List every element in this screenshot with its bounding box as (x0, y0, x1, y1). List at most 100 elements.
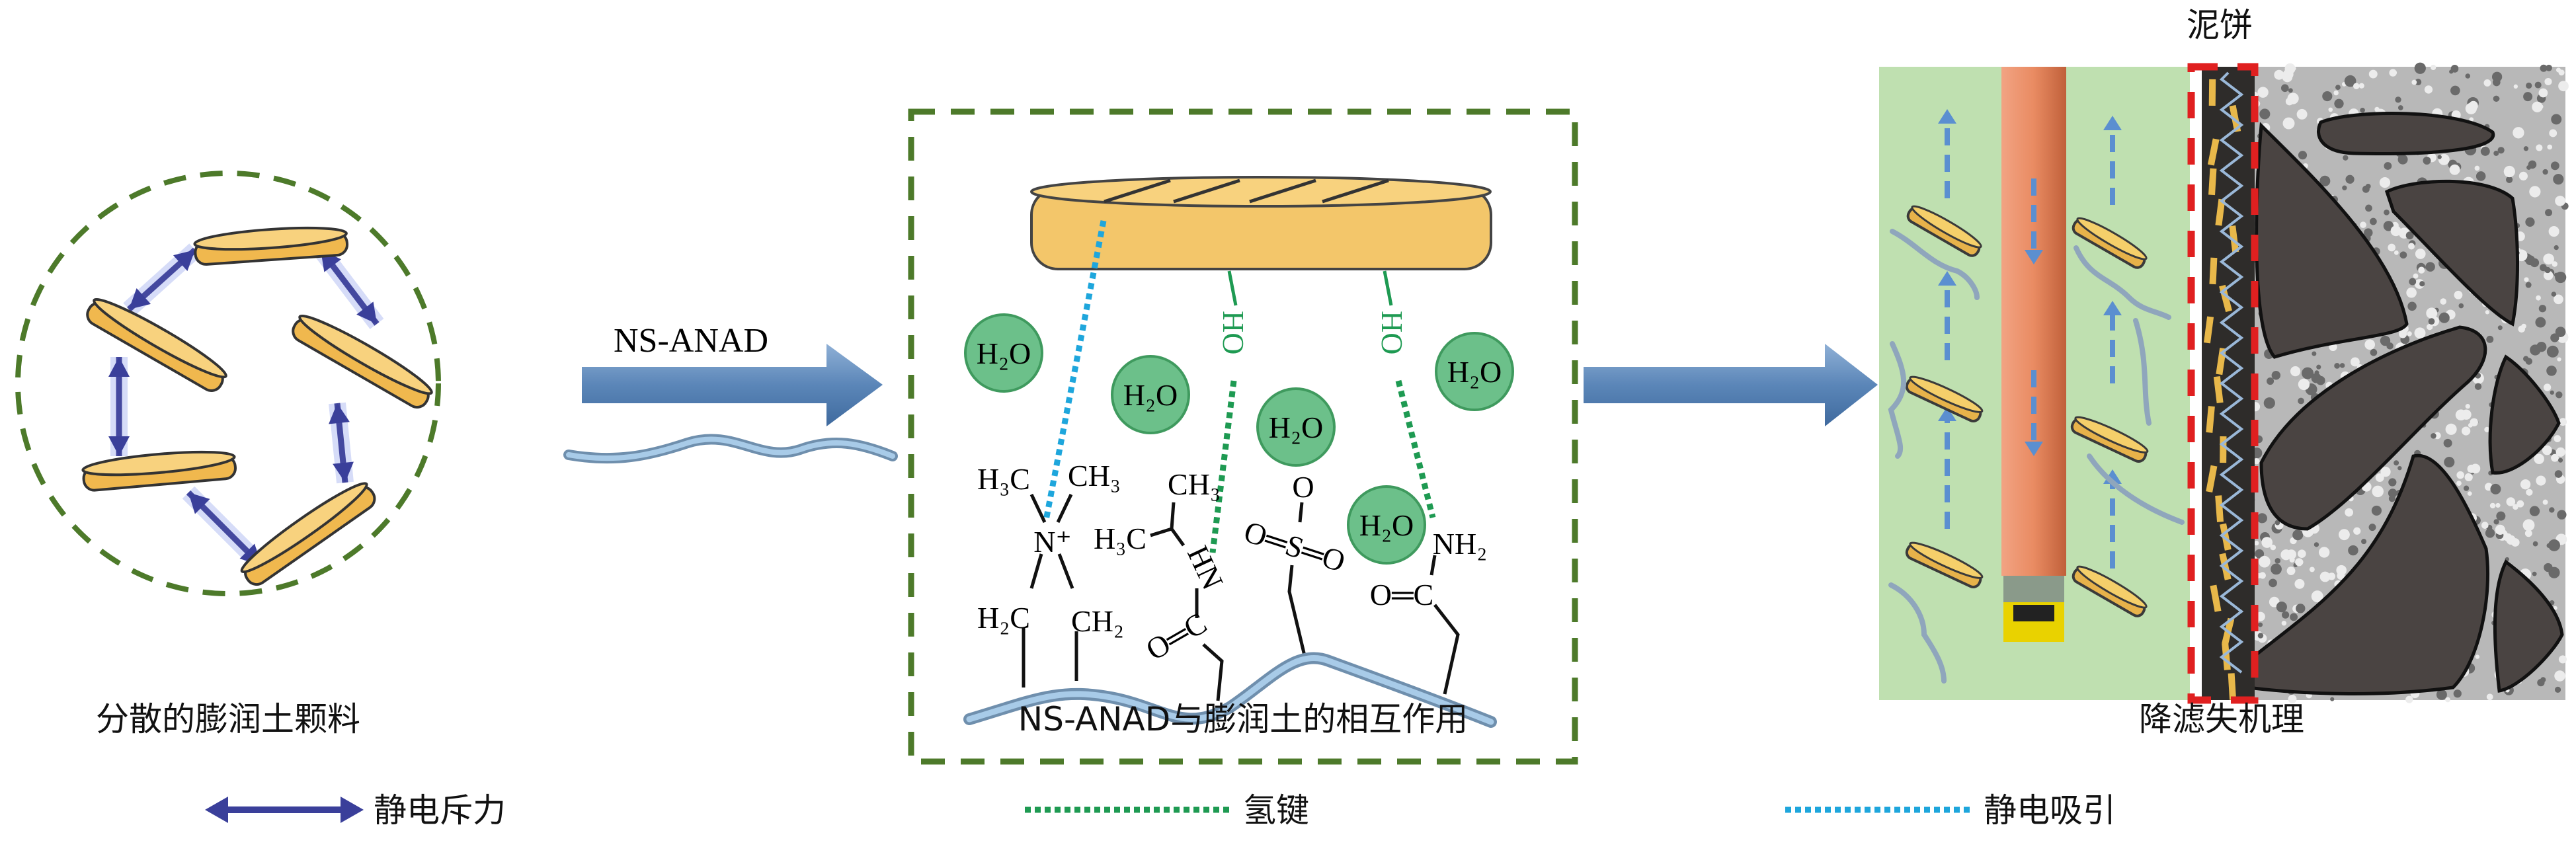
texture-speck (2258, 622, 2263, 627)
texture-speck (2523, 356, 2529, 362)
texture-speck (2298, 151, 2308, 160)
texture-speck (2409, 278, 2417, 286)
texture-speck (2415, 79, 2422, 86)
texture-speck (2406, 287, 2417, 298)
texture-speck (2255, 549, 2265, 559)
texture-speck (2538, 305, 2547, 313)
mud-cake-label: 泥饼 (2187, 6, 2253, 44)
texture-speck (2345, 508, 2353, 517)
texture-speck (2557, 510, 2567, 520)
texture-speck (2493, 150, 2499, 156)
arrowhead-icon (108, 436, 130, 456)
texture-speck (2290, 613, 2298, 621)
texture-speck (2353, 83, 2360, 89)
texture-speck (2349, 548, 2355, 553)
texture-speck (2316, 364, 2321, 370)
texture-speck (2368, 524, 2376, 531)
group-oso: O═S═O (1240, 514, 1349, 578)
arrowhead-icon (333, 461, 354, 483)
texture-speck (2267, 377, 2274, 385)
texture-speck (2364, 339, 2376, 350)
group-ch3: CH₃ (1168, 467, 1221, 501)
texture-speck (2485, 310, 2490, 315)
texture-speck (2491, 71, 2503, 82)
texture-speck (2545, 209, 2553, 217)
group-h2c: H₂C (977, 601, 1030, 635)
texture-speck (2312, 351, 2317, 356)
texture-speck (2455, 409, 2467, 421)
texture-speck (2424, 85, 2433, 94)
texture-speck (2523, 146, 2529, 151)
texture-speck (2521, 323, 2526, 329)
texture-speck (2281, 620, 2287, 626)
texture-speck (2532, 571, 2537, 576)
clay-particle (2229, 225, 2239, 253)
texture-speck (2269, 578, 2277, 588)
hydrogen-bond-line (1209, 380, 1237, 553)
group-h3c: H₃C (977, 462, 1030, 496)
texture-speck (2557, 357, 2561, 362)
texture-speck (2528, 160, 2537, 169)
texture-speck (2397, 105, 2403, 110)
texture-speck (2445, 423, 2457, 435)
texture-speck (2388, 243, 2396, 252)
texture-speck (2518, 171, 2528, 180)
texture-speck (2375, 473, 2384, 483)
texture-speck (2495, 502, 2501, 508)
texture-speck (2319, 175, 2331, 186)
texture-speck (2525, 282, 2532, 288)
dashed-circle-border (15, 171, 441, 596)
texture-speck (2411, 79, 2417, 85)
texture-speck (2558, 81, 2569, 92)
group-oc: O═C (1141, 606, 1213, 666)
texture-speck (2288, 88, 2293, 93)
texture-speck (2425, 262, 2435, 272)
texture-speck (2281, 611, 2290, 619)
texture-speck (2503, 165, 2515, 178)
texture-speck (2540, 64, 2548, 72)
right-caption: 降滤失机理 (2139, 700, 2304, 738)
texture-speck (2407, 331, 2412, 336)
texture-speck (2474, 383, 2482, 390)
texture-speck (2485, 528, 2495, 538)
texture-speck (2418, 266, 2425, 274)
texture-speck (2314, 542, 2319, 547)
process-arrow-1: NS-ANAD (563, 322, 898, 464)
texture-speck (2554, 670, 2565, 682)
texture-speck (2551, 292, 2557, 297)
texture-speck (2513, 504, 2518, 510)
group-n-plus: N⁺ (1033, 525, 1072, 559)
texture-speck (2536, 475, 2546, 486)
mud-cake-particles (2203, 71, 2244, 700)
texture-speck (2558, 69, 2565, 76)
clay-particle (2206, 406, 2215, 433)
dashed-box-border (908, 108, 1578, 765)
texture-speck (2431, 64, 2436, 71)
texture-speck (2350, 357, 2360, 367)
texture-speck (2271, 371, 2281, 380)
texture-speck (2282, 69, 2294, 80)
texture-speck (2384, 209, 2390, 216)
texture-speck (2468, 100, 2478, 110)
texture-speck (2294, 578, 2305, 589)
texture-speck (2436, 689, 2447, 700)
texture-speck (2296, 604, 2306, 613)
arrowhead-icon (129, 288, 151, 309)
texture-speck (2532, 541, 2538, 547)
texture-speck (2374, 106, 2380, 112)
texture-speck (2343, 155, 2349, 161)
flow-arrowhead-icon (1938, 109, 1956, 124)
texture-speck (2389, 69, 2397, 77)
legend-item-hydrogen-bond: 氢键 (1025, 791, 1309, 830)
texture-speck (2524, 277, 2529, 282)
texture-speck (2282, 117, 2295, 130)
texture-speck (2319, 547, 2330, 558)
texture-speck (2330, 697, 2335, 701)
texture-speck (2370, 348, 2378, 356)
texture-speck (2551, 114, 2562, 125)
texture-speck (2493, 519, 2499, 525)
texture-speck (2358, 83, 2364, 89)
texture-speck (2534, 453, 2544, 464)
group-o: O (1292, 470, 1314, 504)
texture-speck (2360, 107, 2365, 113)
